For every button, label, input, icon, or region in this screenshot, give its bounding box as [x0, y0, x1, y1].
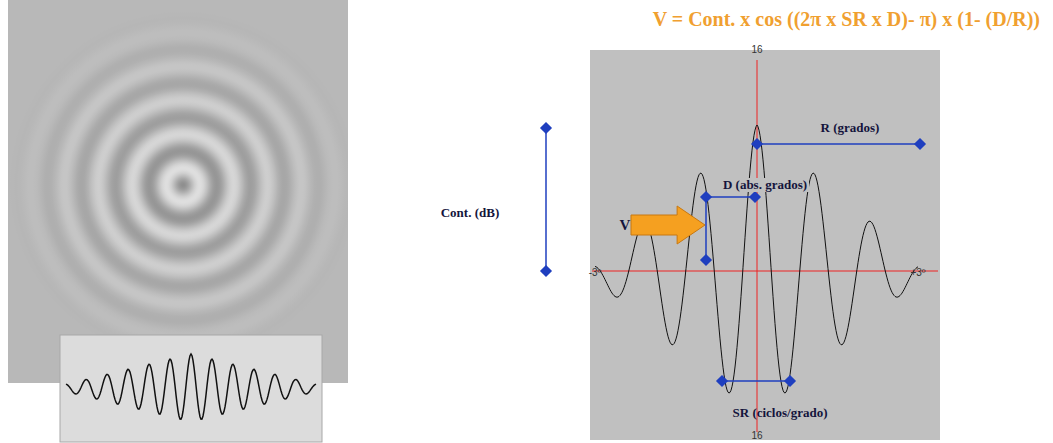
- axis-tick: -3º: [589, 267, 602, 278]
- axis-tick: 16: [751, 430, 762, 441]
- block-arrow: V: [630, 205, 706, 245]
- y-axis: [757, 60, 758, 432]
- axis-tick: +3º: [910, 267, 925, 278]
- dimension-label: D (abs. grados): [721, 178, 809, 192]
- arrow-shape: [630, 205, 706, 245]
- profile-wave: [66, 354, 316, 419]
- x-axis: [592, 271, 938, 272]
- stimulus-ground: [8, 0, 348, 383]
- formula-title: V = Cont. x cos ((2π x SR x D)- π) x (1-…: [653, 8, 1040, 31]
- dimension-label: SR (ciclos/grado): [733, 406, 828, 420]
- dimension-marks: [541, 123, 925, 386]
- arrow-label: V: [620, 217, 631, 234]
- response-curve: [595, 125, 918, 393]
- dimension-label: R (grados): [821, 121, 880, 135]
- ring-stimulus: [8, 0, 348, 383]
- dimension-label: Cont. (dB): [441, 206, 500, 220]
- axis-tick: 16: [751, 44, 762, 55]
- graph-panel: [590, 50, 940, 440]
- profile-inset: [60, 335, 322, 442]
